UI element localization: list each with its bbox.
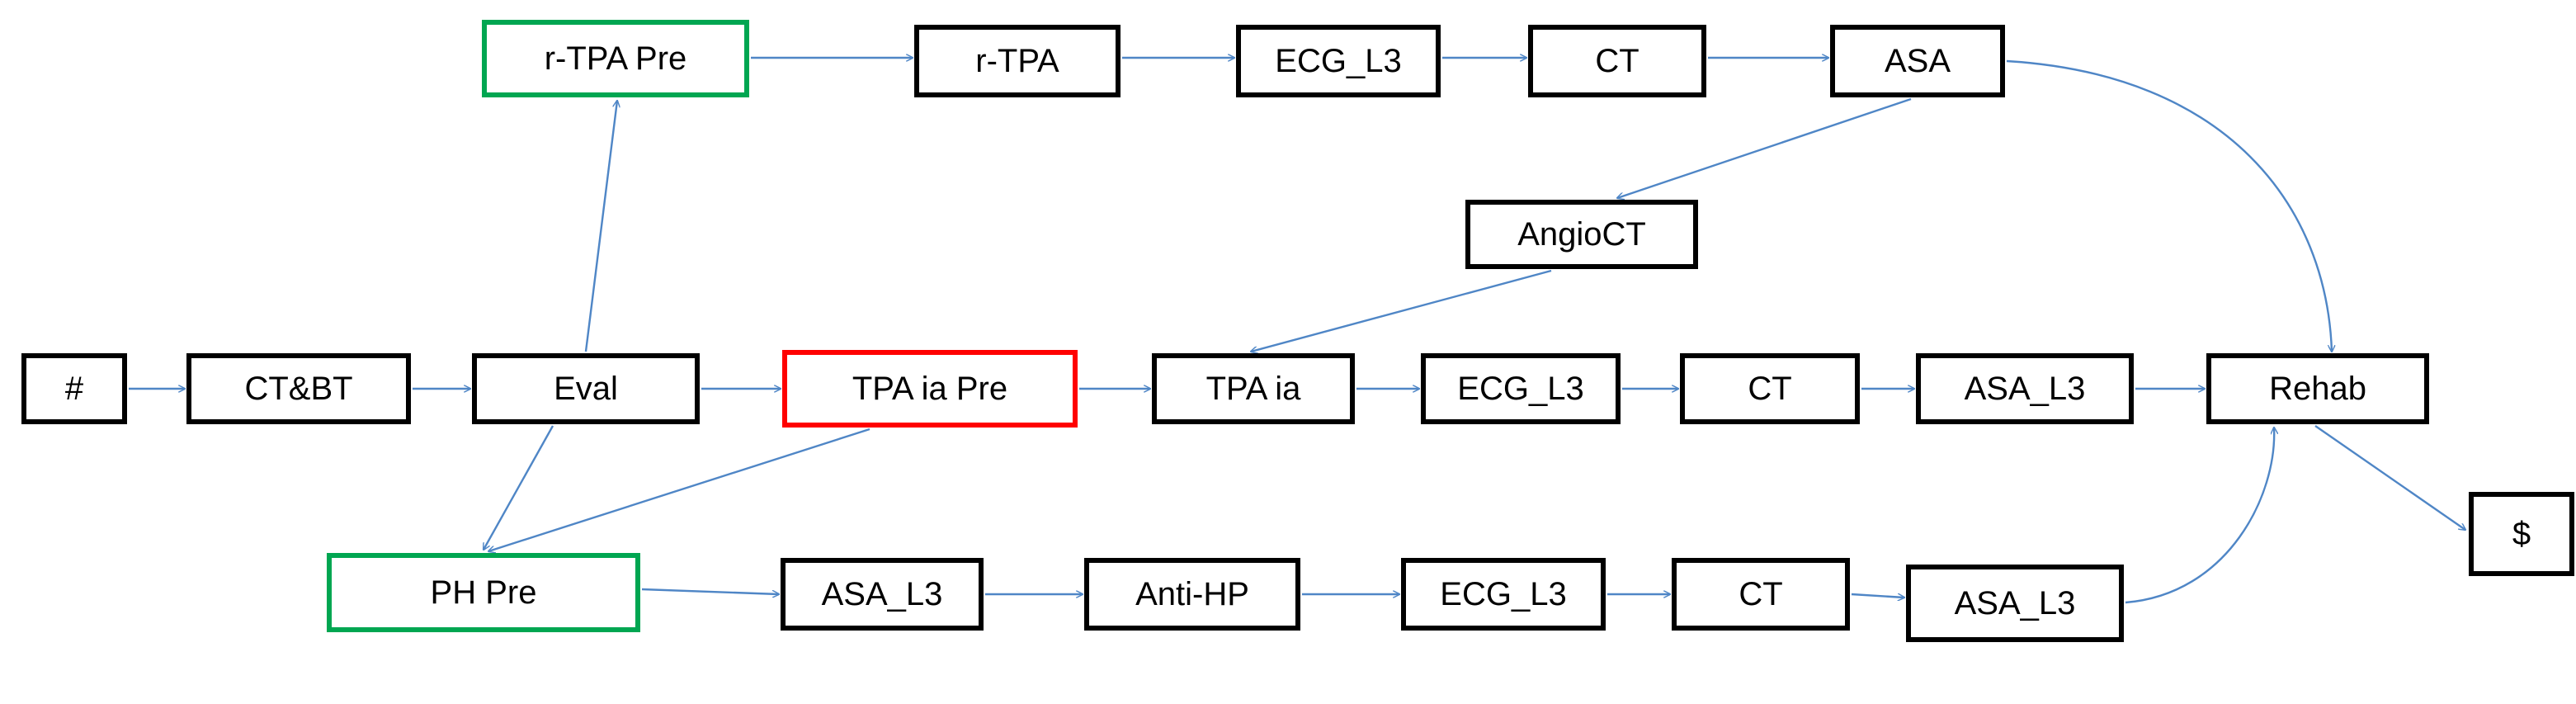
node-asa-top: ASA — [1830, 25, 2005, 97]
node-ecg-top: ECG_L3 — [1236, 25, 1441, 97]
node-rehab: Rehab — [2206, 353, 2429, 424]
edge-asa_top-to-angioct — [1617, 97, 1912, 198]
node-rtpa: r-TPA — [914, 25, 1121, 97]
edge-eval-to-ph_pre — [484, 425, 554, 550]
node-angioct: AngioCT — [1465, 200, 1698, 269]
node-end: $ — [2469, 492, 2574, 576]
node-ph-pre: PH Pre — [327, 553, 640, 632]
node-tpaia: TPA ia — [1152, 353, 1355, 424]
node-asa-mid: ASA_L3 — [1916, 353, 2134, 424]
edge-eval-to-rtpa_pre — [584, 101, 617, 352]
edge-angioct-to-tpaia — [1251, 269, 1552, 352]
edge-rehab-to-end — [2314, 425, 2465, 530]
node-eval: Eval — [472, 353, 700, 424]
node-ct-bot: CT — [1672, 558, 1850, 631]
node-ctbt: CT&BT — [186, 353, 411, 424]
node-ecg-mid: ECG_L3 — [1421, 353, 1621, 424]
node-ecg-bot: ECG_L3 — [1401, 558, 1606, 631]
node-start: # — [21, 353, 127, 424]
edge-ct_bot-to-asa_bot2 — [1851, 593, 1904, 598]
edge-asa_bot2-to-rehab — [2125, 428, 2274, 604]
node-rtpa-pre: r-TPA Pre — [482, 20, 749, 97]
node-asa-bot2: ASA_L3 — [1906, 565, 2124, 642]
node-ct-top: CT — [1528, 25, 1706, 97]
edge-ph_pre-to-asa_bot1 — [641, 588, 779, 594]
edge-tpaia_pre-to-ph_pre — [488, 428, 870, 551]
node-asa-bot1: ASA_L3 — [781, 558, 984, 631]
node-ct-mid: CT — [1680, 353, 1860, 424]
node-tpaia-pre: TPA ia Pre — [782, 350, 1078, 428]
node-antihp: Anti-HP — [1084, 558, 1300, 631]
edge-asa_top-to-rehab — [2006, 59, 2332, 352]
